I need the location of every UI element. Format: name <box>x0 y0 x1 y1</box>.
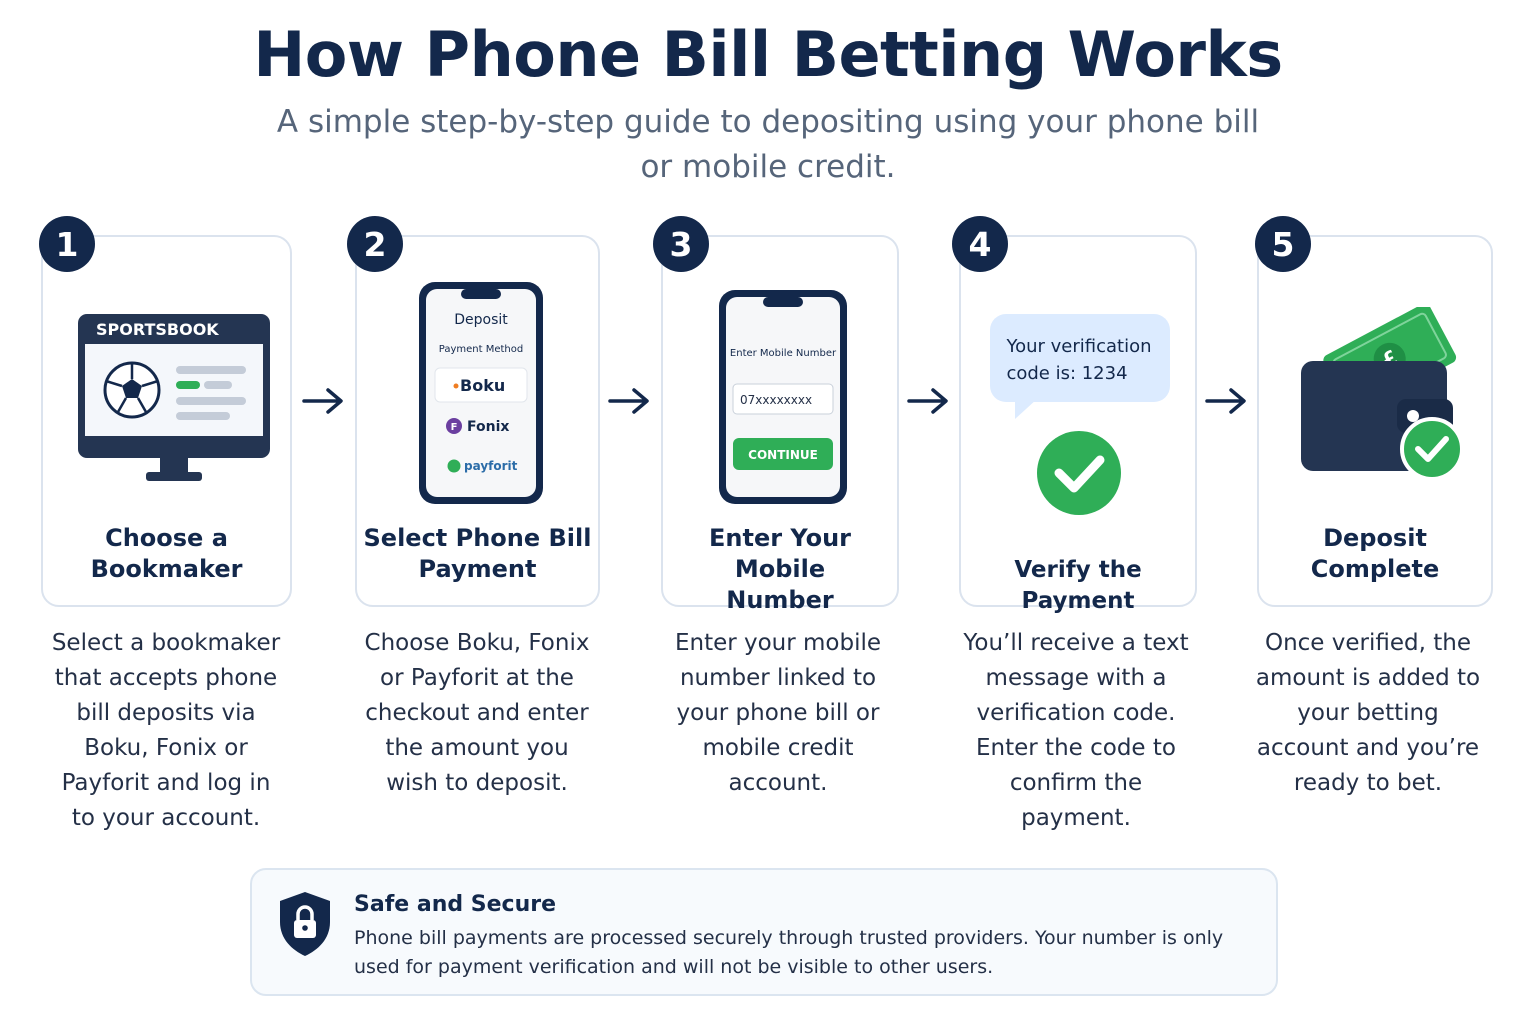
step-1-number-badge: 1 <box>39 216 95 272</box>
step-5-title-line1: Deposit <box>1323 524 1427 552</box>
step-5-description: Once verified, the amount is added to yo… <box>1255 630 1481 796</box>
continue-button[interactable]: CONTINUE <box>748 448 818 462</box>
mobile-number-input[interactable]: 07xxxxxxxx <box>740 393 812 407</box>
phone-input-icon: Enter Mobile Number 07xxxxxxxx CONTINUE <box>719 290 847 504</box>
step-5-title-line2: Complete <box>1310 555 1440 583</box>
step-4-title-line1: Verify the Payment <box>1014 557 1142 614</box>
step-2-description: Choose Boku, Fonix or Payforit at the ch… <box>364 630 590 796</box>
sportsbook-label: SPORTSBOOK <box>96 320 219 339</box>
wallet-check-icon: £ <box>1301 307 1464 481</box>
step-3-title-line2: Number <box>726 586 834 614</box>
safe-secure-title: Safe and Secure <box>354 892 556 917</box>
page-subtitle: A simple step-by-step guide to depositin… <box>276 104 1260 185</box>
step-1-title: Choose a Bookmaker <box>43 523 290 585</box>
message-check-icon: Your verification code is: 1234 <box>990 314 1170 515</box>
arrow-right-icon <box>1205 388 1246 414</box>
step-1-description: Select a bookmaker that accepts phone bi… <box>51 630 281 831</box>
step-2-number-badge: 2 <box>347 216 403 272</box>
safe-secure-text: Phone bill payments are processed secure… <box>354 927 1224 978</box>
svg-text:F: F <box>451 422 458 433</box>
step-2-title-line1: Select Phone Bill <box>363 524 592 552</box>
verification-bubble-line1: Your verification <box>1005 336 1151 357</box>
step-4-title: Verify the Payment <box>961 555 1195 617</box>
step-card-1: SPORTSBOOK Choose a Bookmaker <box>41 235 292 607</box>
arrow-right-icon <box>907 388 948 414</box>
step-3-title: Enter Your Mobile Number <box>663 523 897 616</box>
monitor-soccer-icon: SPORTSBOOK <box>78 314 270 481</box>
step-4-number-badge: 4 <box>952 216 1008 272</box>
step-4-description: You’ll receive a text message with a ver… <box>963 630 1189 831</box>
step-card-3: Enter Mobile Number 07xxxxxxxx CONTINUE … <box>661 235 899 614</box>
arrow-right-icon <box>302 388 343 414</box>
phone-payment-icon: Deposit Payment Method Boku F Fonix payf… <box>419 282 543 504</box>
boku-option[interactable]: Boku <box>460 376 505 395</box>
deposit-screen-title: Deposit <box>454 312 508 328</box>
step-2-title: Select Phone Bill Payment <box>357 523 598 585</box>
step-5-number-badge: 5 <box>1255 216 1311 272</box>
verification-bubble-line2: code is: 1234 <box>1006 363 1127 384</box>
step-3-description: Enter your mobile number linked to your … <box>674 630 882 796</box>
step-2-title-line2: Payment <box>418 555 537 583</box>
step-5-title: Deposit Complete <box>1259 523 1491 585</box>
payment-method-label: Payment Method <box>439 344 523 355</box>
step-3-number-badge: 3 <box>653 216 709 272</box>
step-card-4: Your verification code is: 1234 Verify t… <box>959 235 1197 614</box>
fonix-option[interactable]: Fonix <box>467 419 509 435</box>
payforit-option[interactable]: payforit <box>464 459 518 473</box>
page-title: How Phone Bill Betting Works <box>253 18 1283 91</box>
shield-lock-icon <box>280 892 330 956</box>
step-card-2: Deposit Payment Method Boku F Fonix payf… <box>355 235 600 607</box>
step-1-title-line1: Choose a <box>105 524 228 552</box>
mobile-number-label: Enter Mobile Number <box>730 348 837 359</box>
step-1-title-line2: Bookmaker <box>90 555 243 583</box>
step-card-5: £ Deposit Complete <box>1257 235 1493 607</box>
safe-secure-panel: Safe and Secure Phone bill payments are … <box>250 868 1278 996</box>
arrow-right-icon <box>608 388 649 414</box>
step-3-title-line1: Enter Your Mobile <box>708 524 851 583</box>
